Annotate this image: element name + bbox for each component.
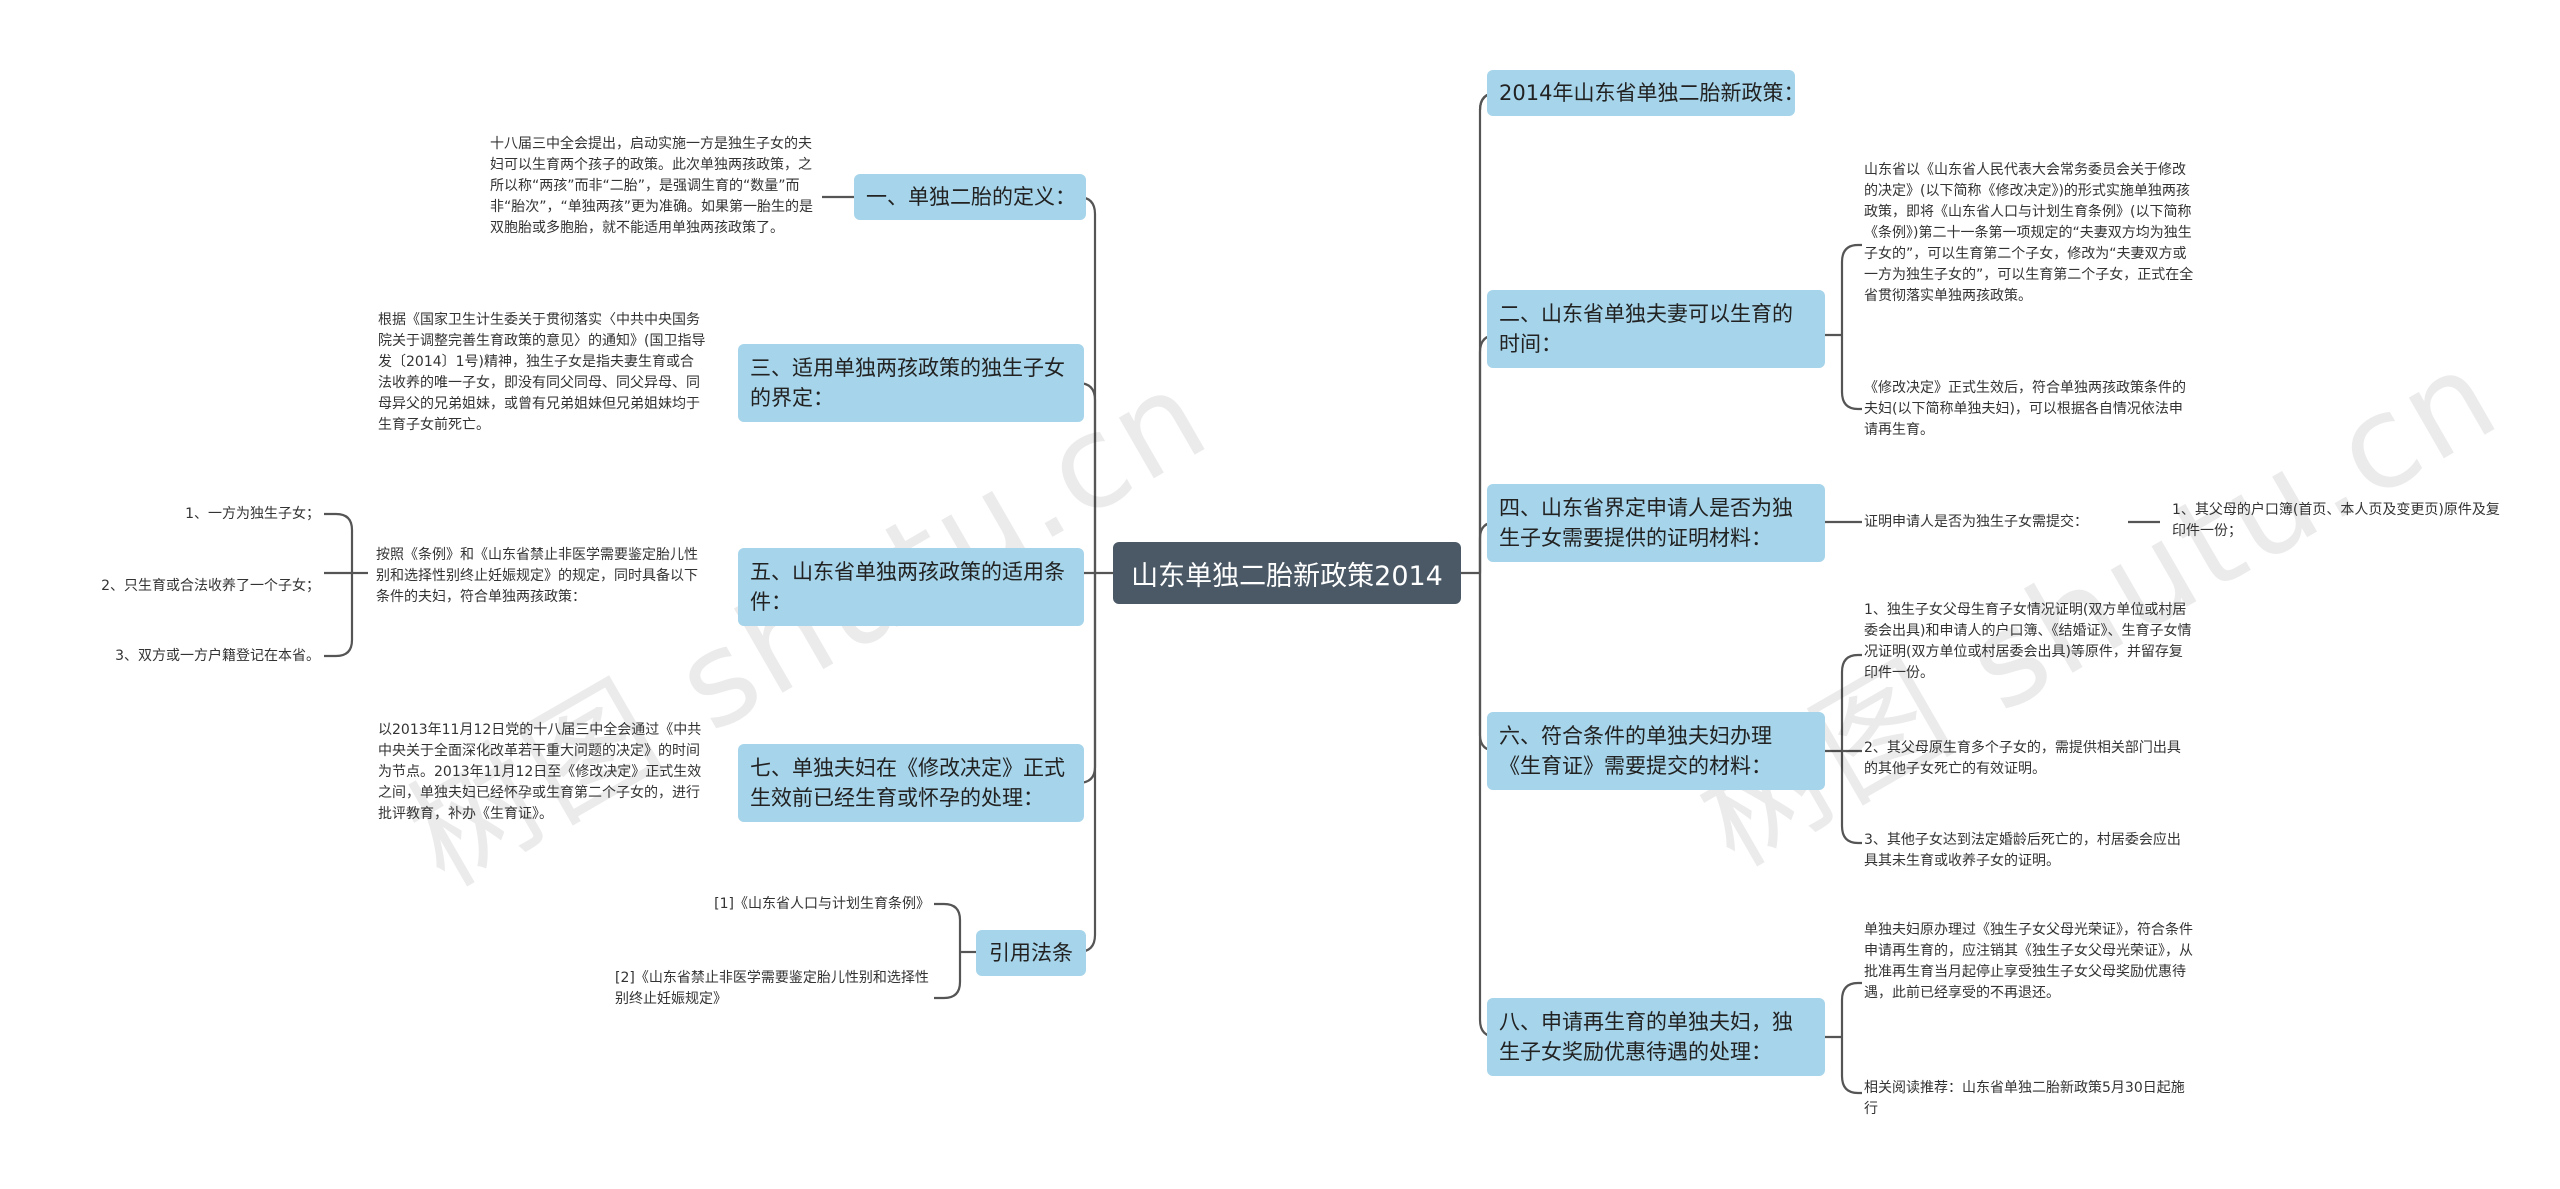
node-birth-timing[interactable]: 二、山东省单独夫妻可以生育的时间： <box>1487 290 1825 368</box>
detail-definition: 十八届三中全会提出，启动实施一方是独生子女的夫妇可以生育两个孩子的政策。此次单独… <box>490 136 814 236</box>
detail-only-child-definition: 根据《国家卫生计生委关于贯彻落实〈中共中央国务院关于调整完善生育政策的意见〉的通… <box>378 312 706 433</box>
detail-applicable-conditions: 按照《条例》和《山东省禁止非医学需要鉴定胎儿性别和选择性别终止妊娠规定》的规定，… <box>376 547 698 605</box>
related-reading-link[interactable]: 相关阅读推荐：山东省单独二胎新政策5月30日起施行 <box>1864 1080 2185 1117</box>
node-applicable-conditions[interactable]: 五、山东省单独两孩政策的适用条件： <box>738 548 1084 626</box>
detail-reward-handling: 单独夫妇原办理过《独生子女父母光荣证》，符合条件申请再生育的，应注销其《独生子女… <box>1864 922 2193 1001</box>
detail-birth-timing-2: 《修改决定》正式生效后，符合单独两孩政策条件的夫妇(以下简称单独夫妇)，可以根据… <box>1864 380 2186 438</box>
node-references[interactable]: 引用法条 <box>976 930 1086 976</box>
detail-pre-effect-handling: 以2013年11月12日党的十八届三中全会通过《中共中央关于全面深化改革若干重大… <box>378 722 702 822</box>
detail-birth-certificate-2: 2、其父母原生育多个子女的，需提供相关部门出具的其他子女死亡的有效证明。 <box>1864 740 2181 777</box>
node-pre-effect-handling[interactable]: 七、单独夫妇在《修改决定》正式生效前已经生育或怀孕的处理： <box>738 744 1084 822</box>
central-topic[interactable]: 山东单独二胎新政策2014 <box>1113 542 1461 604</box>
detail-proof-materials: 证明申请人是否为独生子女需提交： <box>1864 514 2088 530</box>
node-proof-materials[interactable]: 四、山东省界定申请人是否为独生子女需要提供的证明材料： <box>1487 484 1825 562</box>
condition-item-2: 2、只生育或合法收养了一个子女； <box>101 578 320 594</box>
node-only-child-definition[interactable]: 三、适用单独两孩政策的独生子女的界定： <box>738 344 1084 422</box>
detail-birth-certificate-3: 3、其他子女达到法定婚龄后死亡的，村居委会应出具其未生育或收养子女的证明。 <box>1864 832 2181 869</box>
detail-proof-materials-sub: 1、其父母的户口簿(首页、本人页及变更页)原件及复印件一份； <box>2172 502 2500 539</box>
reference-item-1: [1]《山东省人口与计划生育条例》 <box>714 896 930 912</box>
detail-birth-certificate-1: 1、独生子女父母生育子女情况证明(双方单位或村居委会出具)和申请人的户口簿、《结… <box>1864 602 2192 681</box>
condition-item-1: 1、一方为独生子女； <box>185 506 320 522</box>
reference-item-2: [2]《山东省禁止非医学需要鉴定胎儿性别和选择性别终止妊娠规定》 <box>615 970 929 1007</box>
node-birth-certificate-materials[interactable]: 六、符合条件的单独夫妇办理《生育证》需要提交的材料： <box>1487 712 1825 790</box>
condition-item-3: 3、双方或一方户籍登记在本省。 <box>115 648 320 664</box>
node-definition[interactable]: 一、单独二胎的定义： <box>854 174 1086 220</box>
node-2014-policy[interactable]: 2014年山东省单独二胎新政策： <box>1487 70 1804 116</box>
node-reward-handling[interactable]: 八、申请再生育的单独夫妇，独生子女奖励优惠待遇的处理： <box>1487 998 1825 1076</box>
detail-birth-timing-1: 山东省以《山东省人民代表大会常务委员会关于修改的决定》(以下简称《修改决定》)的… <box>1864 162 2194 304</box>
